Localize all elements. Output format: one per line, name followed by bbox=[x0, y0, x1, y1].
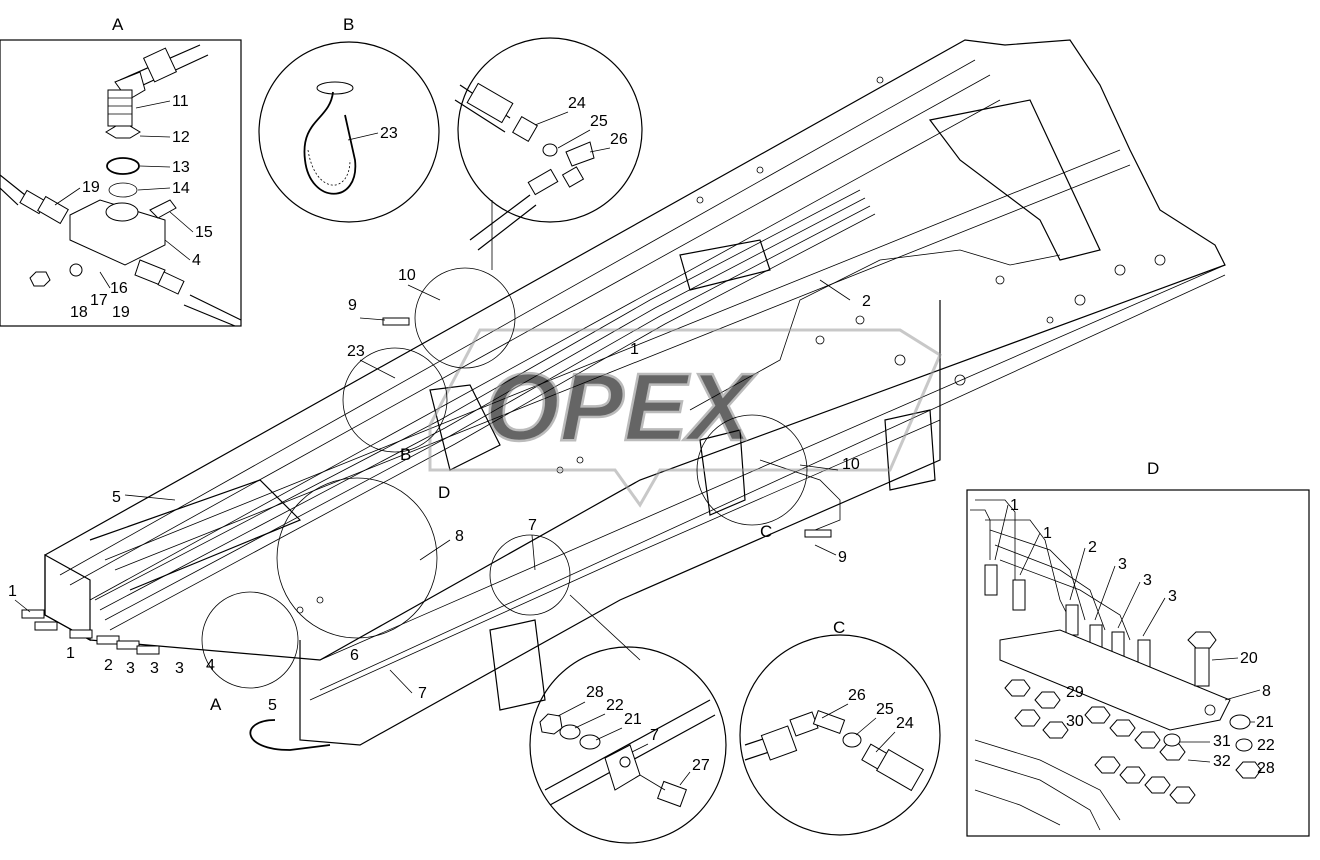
a-label-4: 4 bbox=[192, 252, 201, 269]
label-1-b: 1 bbox=[66, 645, 75, 662]
detail-bracket: 28 22 21 7 27 bbox=[529, 646, 727, 844]
d7-label-21: 21 bbox=[624, 711, 642, 728]
detail-d: D bbox=[966, 459, 1310, 837]
d-label-21: 21 bbox=[1256, 714, 1274, 731]
detail-d-title: D bbox=[1147, 459, 1159, 478]
callout-circles bbox=[201, 200, 808, 689]
label-23: 23 bbox=[347, 343, 365, 360]
callout-b: B bbox=[400, 445, 411, 464]
c-label-24: 24 bbox=[896, 715, 914, 732]
label-10-top: 10 bbox=[398, 267, 416, 284]
label-4: 4 bbox=[206, 657, 215, 674]
d-label-1-b: 1 bbox=[1043, 525, 1052, 542]
label-5-bottom: 5 bbox=[268, 697, 277, 714]
a-label-12: 12 bbox=[172, 129, 190, 146]
label-8: 8 bbox=[455, 528, 464, 545]
label-7-bottom: 7 bbox=[418, 685, 427, 702]
frame-holes bbox=[296, 76, 1166, 614]
b2-label-24: 24 bbox=[568, 95, 586, 112]
d-label-28: 28 bbox=[1257, 760, 1275, 777]
detail-b: B 23 bbox=[258, 15, 440, 223]
a-label-14: 14 bbox=[172, 180, 190, 197]
d-label-22: 22 bbox=[1257, 737, 1275, 754]
detail-b-title: B bbox=[343, 15, 354, 34]
b2-label-26: 26 bbox=[610, 131, 628, 148]
d-label-31: 31 bbox=[1213, 733, 1231, 750]
label-10-right: 10 bbox=[842, 456, 860, 473]
label-3-c: 3 bbox=[175, 660, 184, 677]
callout-a: A bbox=[210, 695, 222, 714]
detail-a-title: A bbox=[112, 15, 124, 34]
d-label-30: 30 bbox=[1066, 713, 1084, 730]
a-label-11: 11 bbox=[172, 93, 189, 110]
a-label-18: 18 bbox=[70, 304, 88, 321]
detail-fitting-top: 24 25 26 bbox=[454, 37, 643, 251]
detail-c-title: C bbox=[833, 618, 845, 637]
d-label-32: 32 bbox=[1213, 753, 1231, 770]
d7-label-27: 27 bbox=[692, 757, 710, 774]
watermark-text: OPEX bbox=[485, 354, 757, 461]
d7-label-28: 28 bbox=[586, 684, 604, 701]
detail-c: C 26 25 24 bbox=[739, 618, 941, 836]
b2-label-25: 25 bbox=[590, 113, 608, 130]
d7-label-22: 22 bbox=[606, 697, 624, 714]
a-label-19-bottom: 19 bbox=[112, 304, 130, 321]
label-9-right: 9 bbox=[838, 549, 847, 566]
watermark: OPEX bbox=[428, 328, 942, 508]
pipe-ends bbox=[21, 317, 832, 655]
c-label-26: 26 bbox=[848, 687, 866, 704]
c-label-25: 25 bbox=[876, 701, 894, 718]
d7-label-7: 7 bbox=[650, 727, 659, 744]
label-5-left: 5 bbox=[112, 489, 121, 506]
detail-a: A 11 12 13 14 19 15 4 16 17 18 bbox=[0, 15, 242, 327]
label-2-right: 2 bbox=[862, 293, 871, 310]
label-1-center: 1 bbox=[630, 341, 639, 358]
b-label-23: 23 bbox=[380, 125, 398, 142]
label-6: 6 bbox=[350, 647, 359, 664]
a-label-15: 15 bbox=[195, 224, 213, 241]
a-label-16: 16 bbox=[110, 280, 128, 297]
d-label-8: 8 bbox=[1262, 683, 1271, 700]
nut-cluster bbox=[1004, 679, 1196, 804]
d-label-3-c: 3 bbox=[1168, 588, 1177, 605]
chassis-frame bbox=[21, 39, 1226, 751]
d-label-20: 20 bbox=[1240, 650, 1258, 667]
d-label-3-b: 3 bbox=[1143, 572, 1152, 589]
label-3-a: 3 bbox=[126, 660, 135, 677]
a-label-19-top: 19 bbox=[82, 179, 100, 196]
callout-d: D bbox=[438, 483, 450, 502]
d-label-2: 2 bbox=[1088, 539, 1097, 556]
label-2-bottom: 2 bbox=[104, 657, 113, 674]
d-label-29: 29 bbox=[1066, 684, 1084, 701]
a-label-17: 17 bbox=[90, 292, 108, 309]
main-labels: 10 9 23 1 2 5 8 7 10 9 1 1 2 3 3 3 4 6 5… bbox=[8, 267, 871, 714]
a-label-13: 13 bbox=[172, 159, 190, 176]
d-label-1-a: 1 bbox=[1010, 497, 1019, 514]
label-1-a: 1 bbox=[8, 583, 17, 600]
d-label-3-a: 3 bbox=[1118, 556, 1127, 573]
label-7-top: 7 bbox=[528, 517, 537, 534]
label-9-top: 9 bbox=[348, 297, 357, 314]
label-3-b: 3 bbox=[150, 660, 159, 677]
callout-c: C bbox=[760, 522, 772, 541]
